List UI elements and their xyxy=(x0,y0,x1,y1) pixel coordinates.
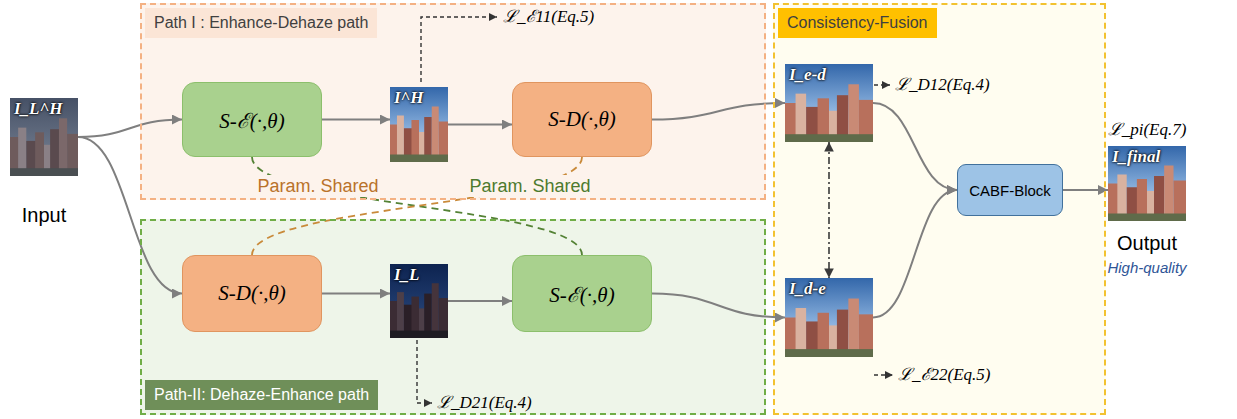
image-caption: Input xyxy=(22,203,66,227)
panel-ground xyxy=(140,219,766,415)
image-thumbnail: I_finalOutputHigh-quality xyxy=(1108,146,1186,221)
flow-arrow xyxy=(78,120,182,138)
flow-arrow xyxy=(873,103,957,190)
loss-leader xyxy=(874,374,893,375)
consistency-arrow xyxy=(828,142,830,278)
flow-arrow xyxy=(322,119,390,121)
image-label: I_L xyxy=(394,265,420,285)
panel-ground xyxy=(773,3,1106,415)
module-label: S-ℰ(·,θ) xyxy=(219,106,284,134)
path-panel: Path I : Enhance-Dehaze pathS-ℰ(·,θ) I^H S… xyxy=(140,3,766,200)
param-shared-link xyxy=(252,157,582,255)
loss-label: ℒ_ℰ22(Eq.5) xyxy=(898,365,990,385)
loss-label: ℒ_D12(Eq.4) xyxy=(895,75,990,95)
flow-arrow xyxy=(448,124,512,126)
flow-arrow xyxy=(1063,189,1108,191)
image-label: I_d-e xyxy=(789,279,826,299)
image-label: I^H xyxy=(394,88,424,108)
module-box: S-ℰ(·,θ) xyxy=(182,82,322,157)
panel-title: Path I : Enhance-Dehaze path xyxy=(145,8,377,38)
flow-arrow xyxy=(448,300,512,302)
image-caption: Output xyxy=(1117,231,1177,255)
module-label: CABF-Block xyxy=(969,182,1051,199)
loss-leader xyxy=(421,17,497,82)
image-label: I_final xyxy=(1112,147,1160,167)
path-panel: Path-II: Dehaze-Enhance path S-D(·,θ) I_L S… xyxy=(140,219,766,415)
panel-title: Consistency-Fusion xyxy=(778,8,937,38)
edge-label: Param. Shared xyxy=(465,175,594,197)
image-label: I_L^H xyxy=(14,99,62,119)
flow-arrow xyxy=(873,190,957,318)
param-shared-link xyxy=(252,157,582,255)
loss-leader xyxy=(417,340,432,403)
module-box: S-D(·,θ) xyxy=(512,82,652,157)
panel-title: Path-II: Dehaze-Enhance path xyxy=(145,380,378,410)
module-label: S-ℰ(·,θ) xyxy=(549,280,614,308)
loss-leader xyxy=(874,84,890,85)
module-label: S-D(·,θ) xyxy=(218,281,285,306)
flow-arrow xyxy=(322,293,390,295)
loss-label: ℒ_D21(Eq.4) xyxy=(437,393,532,413)
module-box: S-D(·,θ) xyxy=(182,255,322,332)
image-thumbnail: I_L^HInput xyxy=(10,98,78,176)
module-box: S-ℰ(·,θ) xyxy=(512,255,652,332)
image-caption: High-quality xyxy=(1107,258,1186,277)
image-thumbnail: I_L xyxy=(390,264,448,338)
edge-label: Param. Shared xyxy=(253,175,382,197)
path-panel: Consistency-FusionI_e-dI_d-e CABF-Block xyxy=(773,3,1106,415)
image-thumbnail: I_e-d xyxy=(785,64,873,142)
image-thumbnail: I^H xyxy=(390,87,448,162)
loss-label: ℒ_pi(Eq.7) xyxy=(1108,120,1187,140)
loss-label: ℒ_ℰ11(Eq.5) xyxy=(503,7,594,27)
image-label: I_e-d xyxy=(789,65,826,85)
flow-arrow xyxy=(78,137,182,294)
module-label: S-D(·,θ) xyxy=(548,107,615,132)
image-thumbnail: I_d-e xyxy=(785,278,873,357)
module-box: CABF-Block xyxy=(957,164,1063,216)
panel-ground xyxy=(140,3,766,200)
